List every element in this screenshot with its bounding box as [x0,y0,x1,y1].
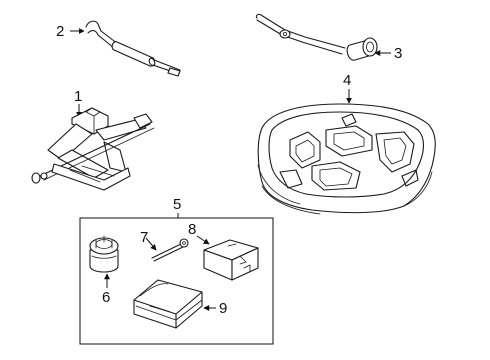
scissor-jack-part[interactable]: 1 [31,88,155,191]
jack-handle-part[interactable]: 2 [56,20,181,77]
callout-4: 4 [343,72,351,89]
tray-outer-rim [257,103,436,214]
callout-8: 8 [188,221,196,238]
wrench-shaft [255,13,346,49]
callout-6: 6 [102,289,110,306]
sealant-bottle-part[interactable]: 6 [89,235,119,306]
valve-tool-part[interactable]: 7 [140,229,189,262]
bottle-body [89,249,119,273]
valve-tool-shaft [151,243,184,262]
callout-5: 5 [173,196,181,213]
case-body [133,279,203,329]
tool-pouch-part[interactable]: 8 [188,221,259,281]
leader-7 [145,237,157,251]
leader-8 [196,235,210,245]
callout-1: 1 [74,88,82,105]
callout-2: 2 [56,23,64,40]
tool-kit-group: 5 [79,196,274,345]
handle-hook [85,20,119,45]
callout-3: 3 [394,45,402,62]
callout-7: 7 [140,229,148,246]
tool-tray-part[interactable]: 4 [257,72,436,215]
kit-frame [79,217,274,345]
storage-case-part[interactable]: 9 [133,279,227,329]
callout-9: 9 [219,300,227,317]
handle-grip [111,41,155,67]
wheel-wrench-part[interactable]: 3 [255,13,402,62]
